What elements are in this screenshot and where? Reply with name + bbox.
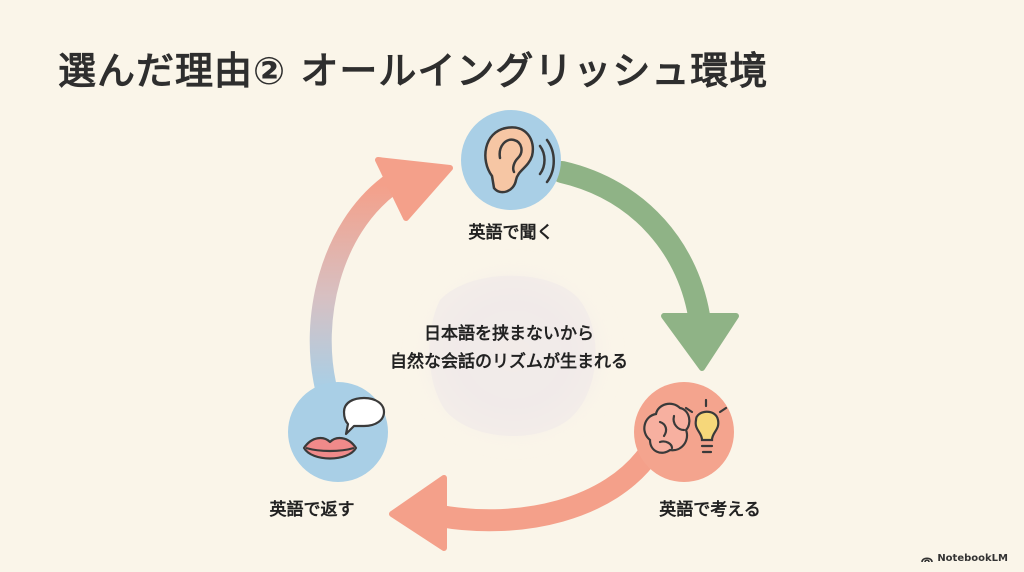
center-blob (411, 259, 616, 450)
speech-lips-icon (302, 396, 386, 460)
node-think (634, 382, 734, 482)
arrow-listen-to-think (551, 161, 739, 371)
notebooklm-logo-icon (921, 557, 934, 563)
node-reply (288, 382, 388, 482)
brain-lightbulb-icon (643, 398, 728, 454)
node-label-think: 英語で考える (659, 500, 761, 520)
center-message: 日本語を挟まないから 自然な会話のリズムが生まれる (390, 320, 628, 376)
node-label-listen: 英語で聞く (468, 223, 554, 243)
arrow-reply-to-listen (309, 157, 453, 399)
brand-mark: NotebookLM (921, 553, 1008, 564)
slide-title: 選んだ理由② オールイングリッシュ環境 (58, 49, 769, 93)
node-label-reply: 英語で返す (269, 500, 355, 520)
brand-name: NotebookLM (937, 553, 1008, 564)
ear-icon (484, 126, 555, 194)
center-message-line-2: 自然な会話のリズムが生まれる (390, 352, 628, 372)
arrow-think-to-reply (389, 441, 661, 551)
node-listen (461, 110, 561, 210)
center-message-line-1: 日本語を挟まないから (424, 324, 594, 344)
